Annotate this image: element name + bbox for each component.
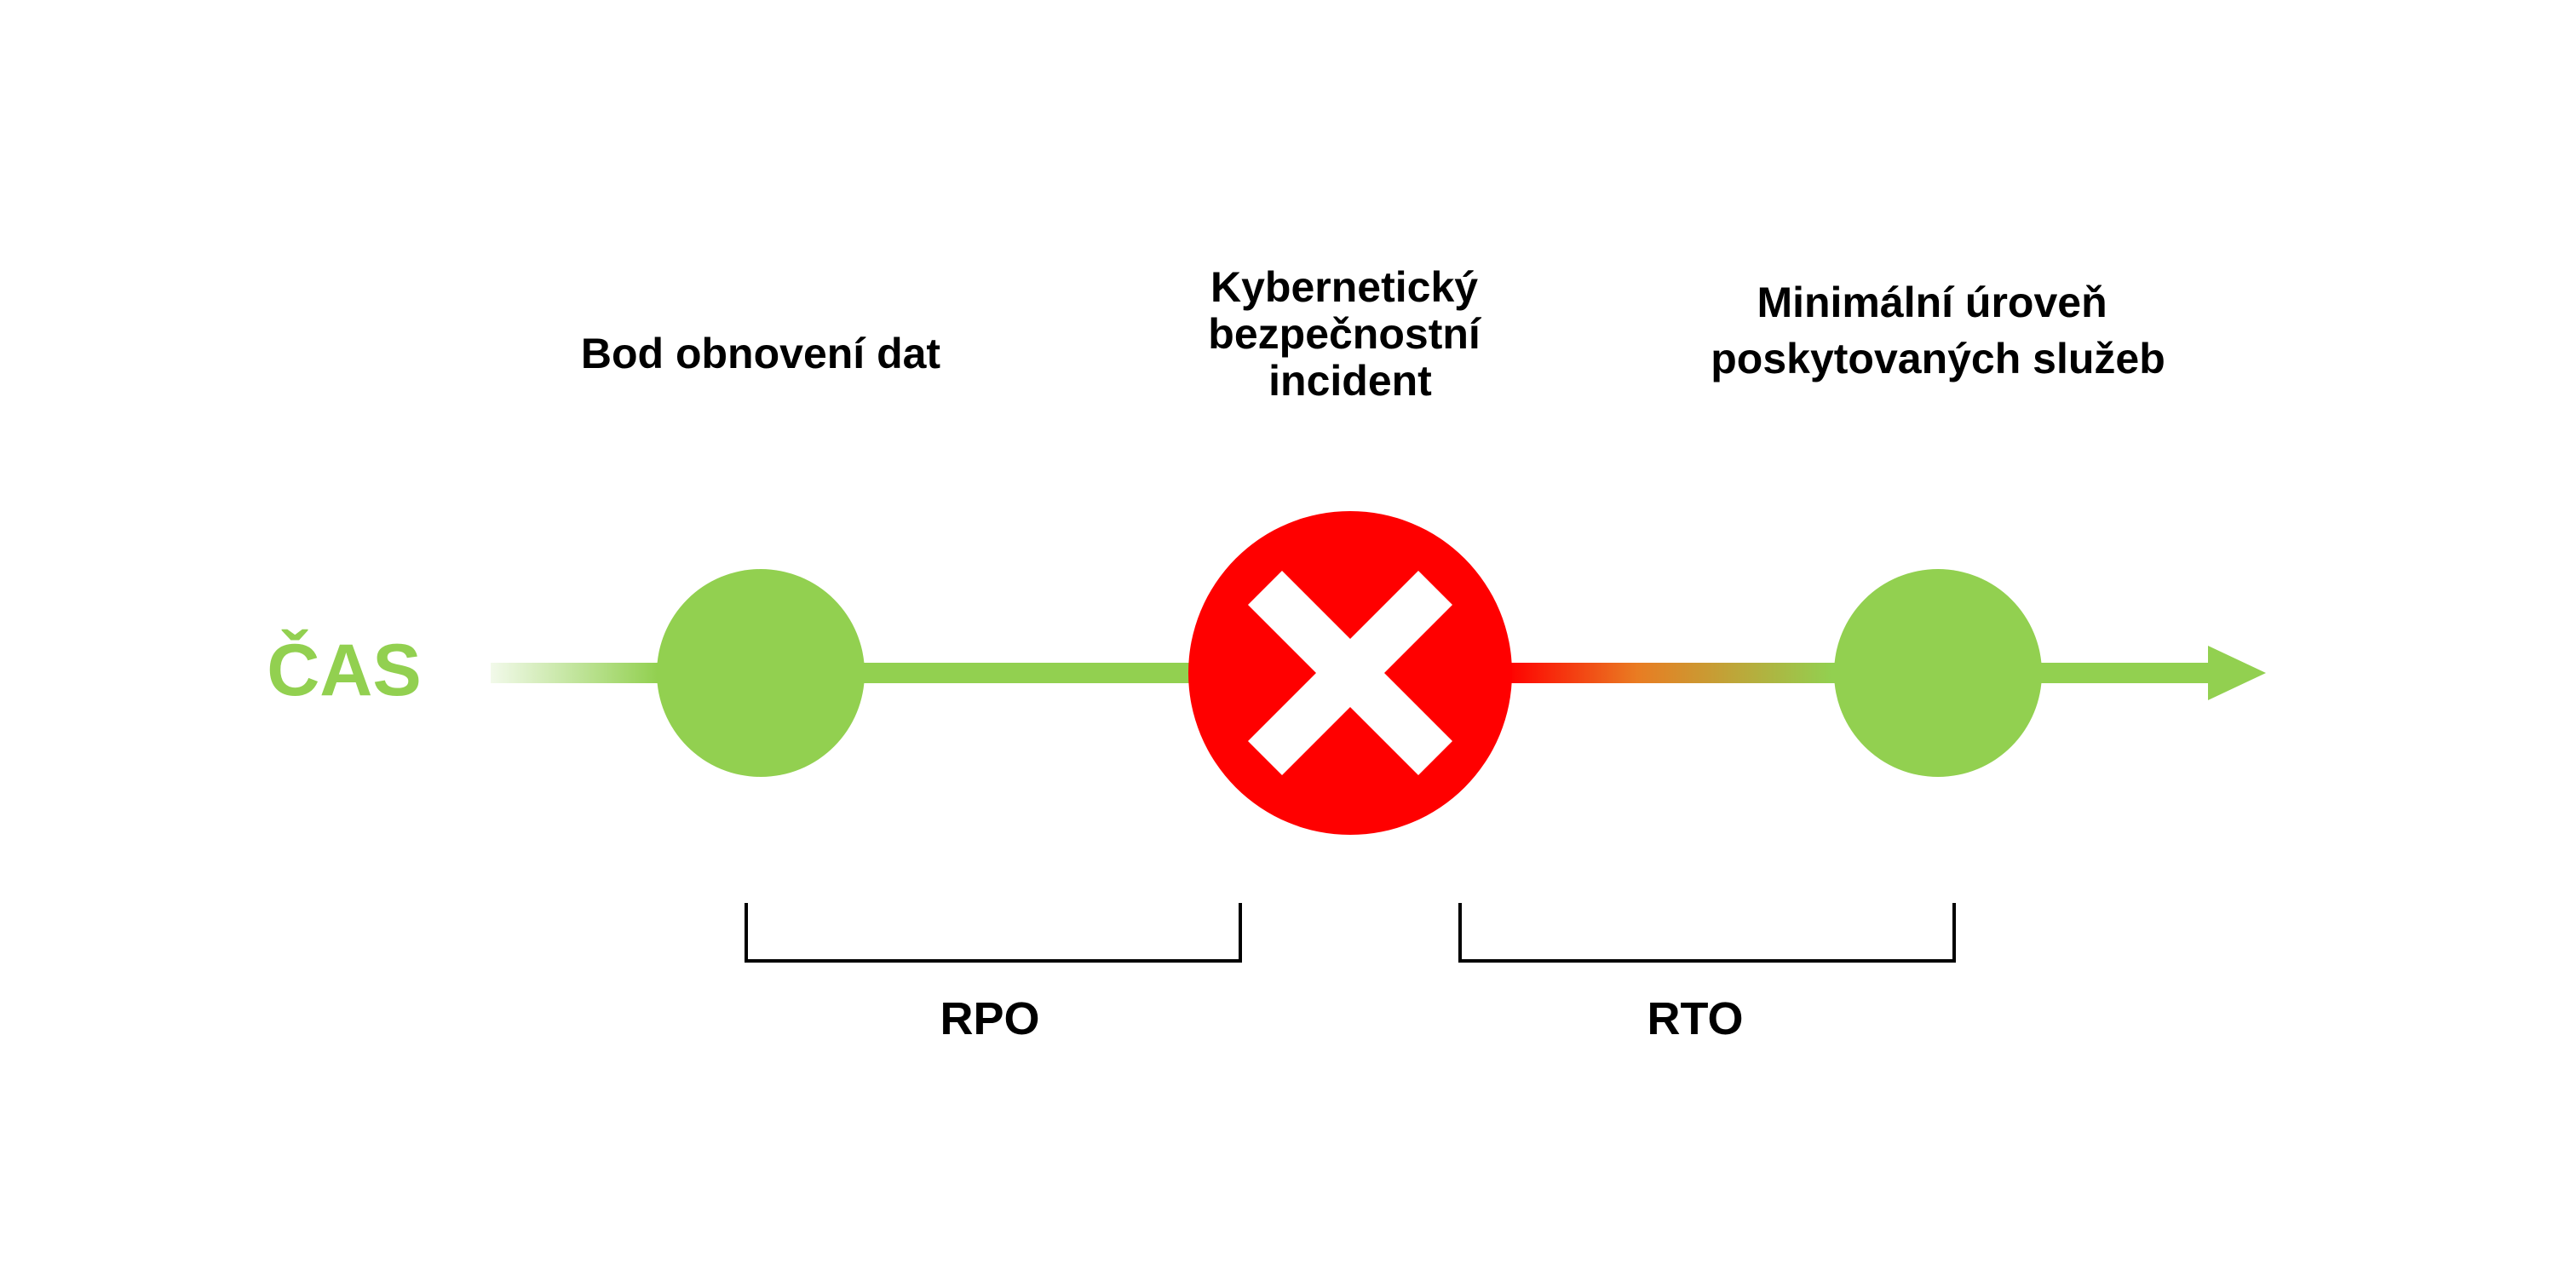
recovery-point-title: Bod obnovení dat xyxy=(581,330,941,377)
incident-title-line: Kybernetický xyxy=(1210,263,1478,311)
rpo-bracket xyxy=(745,903,1242,963)
incident-cross-icon xyxy=(1248,571,1452,775)
rto-bracket xyxy=(1458,903,1956,963)
recovery-point-node xyxy=(657,569,865,777)
recovery-point-title-line: Bod obnovení dat xyxy=(581,330,941,377)
minimum-service-title-line: poskytovaných služeb xyxy=(1711,335,2165,382)
timeline-segment-recovery xyxy=(1508,663,1840,683)
timeline-arrowhead xyxy=(2208,646,2266,700)
timeline-segment-pre-incident xyxy=(860,663,1201,683)
incident-title-line: bezpečnostní xyxy=(1208,310,1482,358)
time-axis-label: ČAS xyxy=(267,630,422,711)
minimum-service-title-line: Minimální úroveň xyxy=(1757,279,2107,326)
rto-label: RTO xyxy=(1647,993,1743,1044)
timeline-fade-segment xyxy=(491,663,661,683)
incident-title-line: incident xyxy=(1268,357,1432,405)
timeline-segment-post-recovery xyxy=(2036,663,2215,683)
rpo-label: RPO xyxy=(940,993,1039,1044)
minimum-service-title: Minimální úroveň poskytovaných služeb xyxy=(1711,279,2165,382)
minimum-service-node xyxy=(1834,569,2042,777)
incident-title: Kybernetický bezpečnostní incident xyxy=(1208,263,1492,405)
